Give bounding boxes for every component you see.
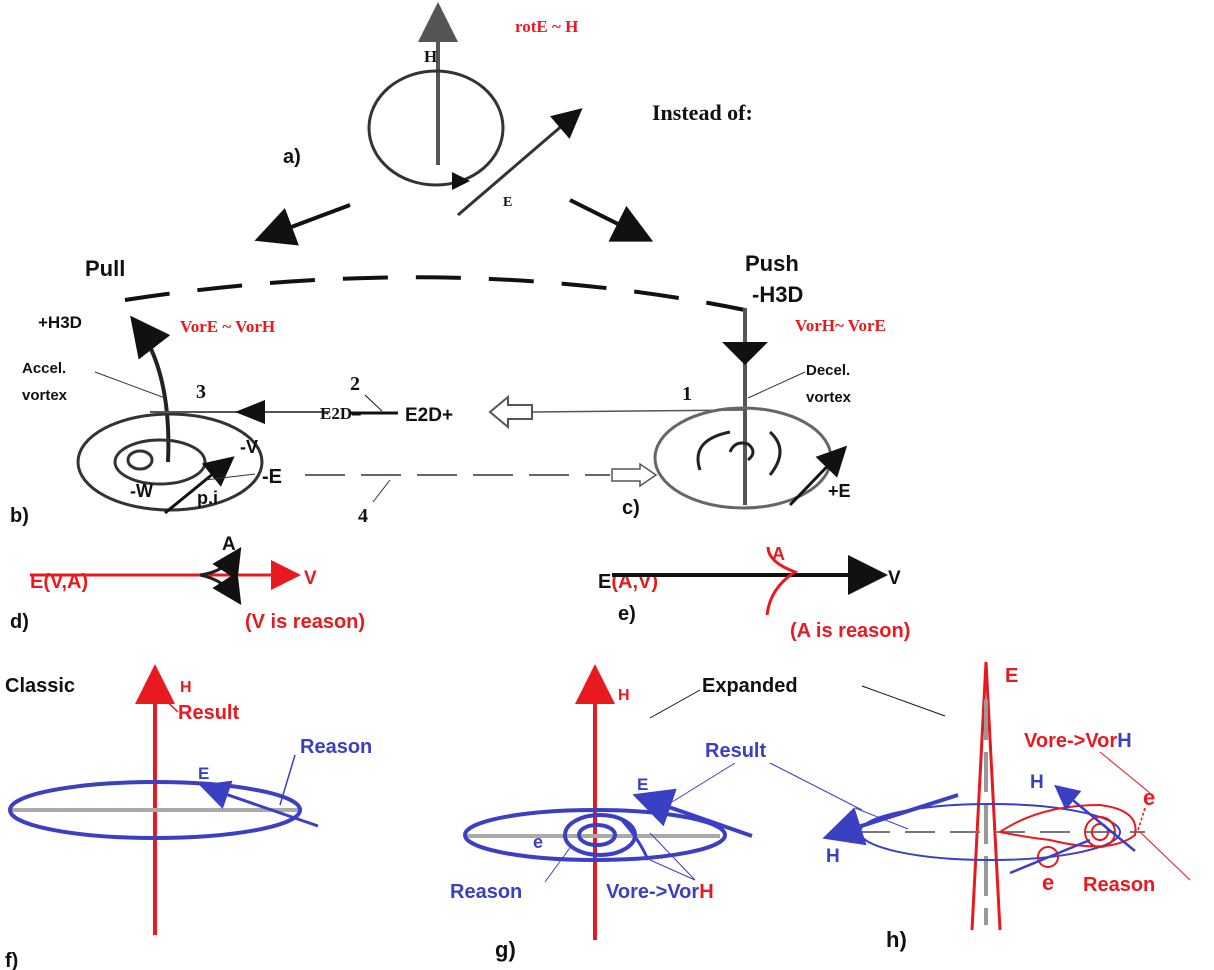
num-1: 1 bbox=[682, 383, 692, 405]
e-tangent-g bbox=[632, 788, 753, 838]
e2d-arrowhead bbox=[235, 400, 265, 424]
minus-e: -E bbox=[262, 466, 282, 488]
e-small-label-g: e bbox=[533, 832, 543, 852]
panel-e-label: e) bbox=[618, 603, 636, 625]
plus-e-arrow bbox=[788, 445, 848, 507]
circle-arrowhead bbox=[452, 172, 470, 190]
decel-spiral bbox=[696, 430, 782, 476]
plus-e: +E bbox=[828, 481, 851, 501]
minus-v-arrow bbox=[164, 456, 235, 515]
panel-b-label: b) bbox=[10, 505, 29, 527]
v-label-e: V bbox=[888, 568, 901, 589]
arrow-to-push bbox=[569, 198, 654, 242]
panel-g: H Expanded Result E e Reason Vore->VorH … bbox=[450, 664, 946, 962]
hollow-arrow-right bbox=[611, 462, 658, 488]
e2d-plus: E2D+ bbox=[405, 405, 453, 426]
e-tangent-arrow bbox=[457, 108, 583, 217]
panel-d-label: d) bbox=[10, 611, 29, 633]
h-label: H bbox=[424, 47, 437, 66]
a-branch-down bbox=[199, 571, 242, 606]
minus-w: -W bbox=[130, 481, 153, 501]
top-section: Pull Push -H3D +H3D VorE ~ VorH VorH~ Vo… bbox=[38, 251, 886, 336]
e2d-minus: E2D– bbox=[320, 404, 361, 423]
h-arrow-left bbox=[822, 793, 959, 846]
result-label-g: Result bbox=[705, 740, 766, 762]
e-label: E bbox=[503, 195, 512, 210]
decel-label: Decel. bbox=[806, 362, 850, 379]
e-label-h1: e bbox=[1143, 785, 1155, 810]
panel-a-label: a) bbox=[283, 146, 301, 168]
e-spike bbox=[970, 661, 1002, 931]
vore-vorh-h: Vore->VorH bbox=[1024, 730, 1132, 752]
minus-v: -V bbox=[240, 437, 258, 457]
h-label-left: H bbox=[826, 846, 840, 867]
vorh-vore: VorH~ VorE bbox=[795, 316, 886, 335]
e-big-label-h: E bbox=[1005, 665, 1018, 687]
reason-label-g: Reason bbox=[450, 881, 522, 903]
v-is-reason: (V is reason) bbox=[245, 611, 365, 633]
vore-vorh-g: Vore->VorH bbox=[606, 881, 714, 903]
e-tangent-f bbox=[199, 780, 319, 828]
e-big-label-g: E bbox=[637, 775, 648, 794]
reason-label-f: Reason bbox=[300, 736, 372, 758]
instead-of: Instead of: bbox=[652, 100, 753, 125]
classic-label: Classic bbox=[5, 675, 75, 697]
h3d-down-arrowhead bbox=[722, 342, 768, 365]
classic-ellipse bbox=[8, 780, 302, 840]
a-label: A bbox=[222, 534, 236, 555]
expanded-ellipse-g bbox=[463, 808, 727, 862]
plus-h3d: +H3D bbox=[38, 313, 82, 332]
expanded-label: Expanded bbox=[702, 675, 798, 697]
num-4: 4 bbox=[358, 505, 368, 527]
panel-c-label: c) bbox=[622, 497, 640, 519]
h-label-g: H bbox=[618, 687, 630, 704]
v-label: V bbox=[304, 568, 317, 589]
panel-a: rotE ~ H H E a) Instead of: bbox=[254, 2, 753, 246]
dashed-arc bbox=[124, 275, 746, 312]
h-label-h: H bbox=[1030, 772, 1044, 793]
num-3: 3 bbox=[196, 381, 206, 403]
result-label-f: Result bbox=[178, 702, 239, 724]
vore-vorh: VorE ~ VorH bbox=[180, 317, 275, 336]
vortex-label-c: vortex bbox=[806, 389, 852, 406]
reason-label-h: Reason bbox=[1083, 874, 1155, 896]
arrow-to-pull bbox=[254, 203, 351, 246]
panel-h-label: h) bbox=[886, 927, 907, 952]
panel-d: E(V,A) V A (V is reason) d) bbox=[10, 534, 365, 633]
a-branch-up bbox=[199, 546, 242, 581]
e-label-f: E bbox=[198, 764, 209, 783]
minus-h3d: -H3D bbox=[752, 282, 803, 307]
hollow-arrow-left bbox=[488, 394, 533, 430]
a-curve bbox=[765, 546, 799, 616]
a-is-reason: (A is reason) bbox=[790, 620, 910, 642]
push-label: Push bbox=[745, 251, 799, 276]
panel-b: Accel. vortex 3 E2D– 2 E2D+ -V -E -W p.i… bbox=[10, 315, 746, 527]
panel-g-label: g) bbox=[495, 937, 516, 962]
panel-h: E H H Vore->VorH e e Reason h) bbox=[822, 661, 1191, 952]
panel-c: Decel. vortex 1 +E c) bbox=[622, 308, 852, 519]
accel-label: Accel. bbox=[22, 360, 66, 377]
rot-formula: rotE ~ H bbox=[515, 17, 578, 36]
h-label-f: H bbox=[180, 679, 192, 696]
circle bbox=[367, 69, 505, 187]
num-2: 2 bbox=[350, 373, 360, 395]
a-label-e: A bbox=[772, 544, 785, 564]
pull-label: Pull bbox=[85, 256, 125, 281]
pi-label: p.i bbox=[197, 488, 218, 508]
vortex-label: vortex bbox=[22, 387, 68, 404]
panel-f-label: f) bbox=[5, 950, 18, 970]
panel-f: Classic H Result E Reason f) bbox=[5, 664, 372, 970]
e-label-h2: e bbox=[1042, 870, 1054, 895]
panel-e: E(A,V) V A (A is reason) e) bbox=[598, 544, 910, 642]
